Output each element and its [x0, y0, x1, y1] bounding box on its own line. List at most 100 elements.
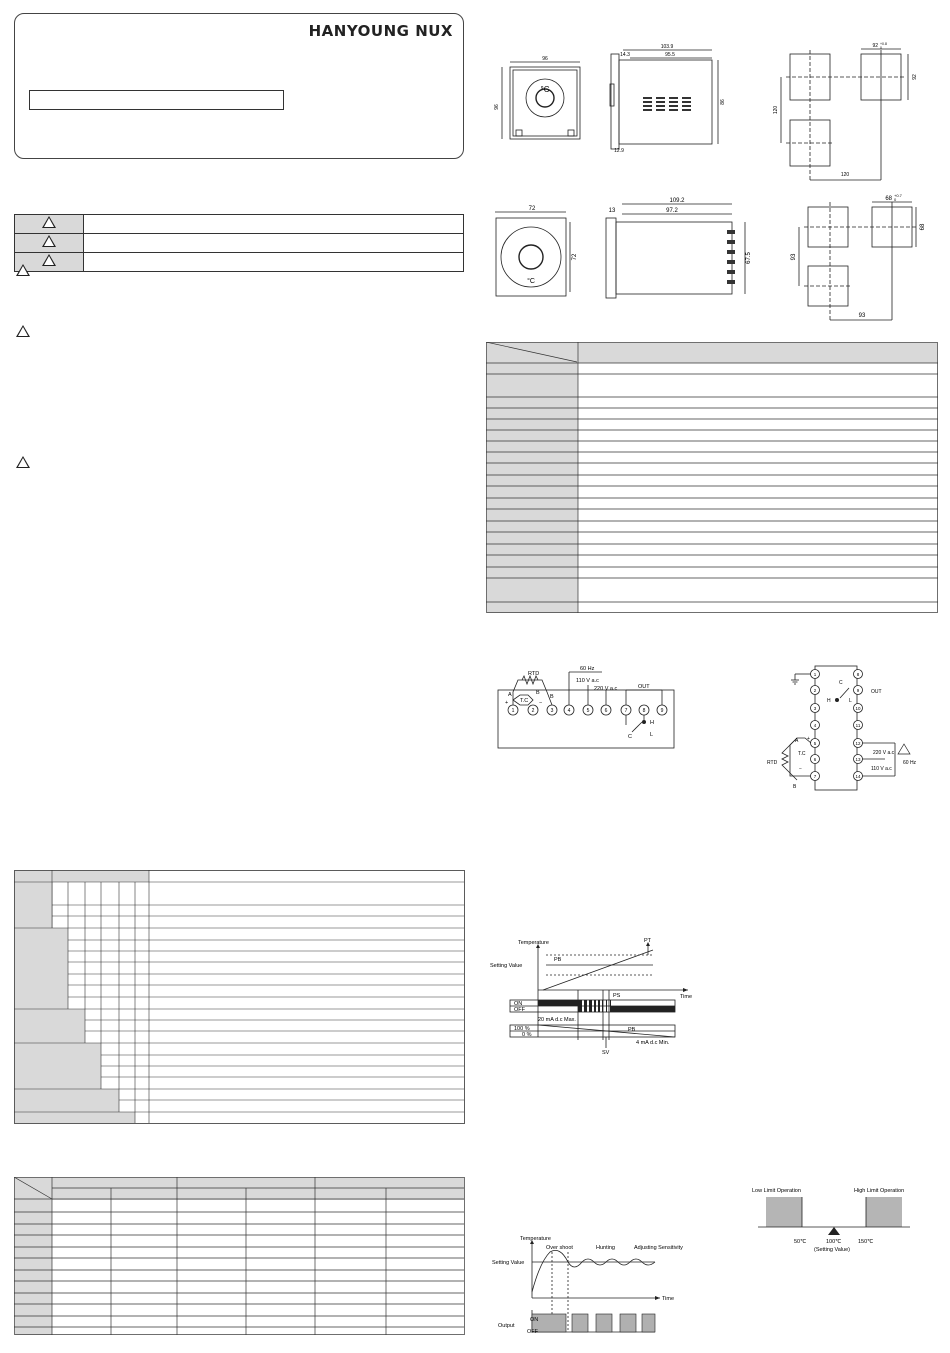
setting-value-label: Setting Value [490, 963, 522, 969]
frequency-72: 60 Hz [903, 760, 917, 766]
dim-96-side-bottom: 12.9 [614, 148, 624, 154]
tc-plus-72: + [807, 736, 810, 742]
terminal-72-2: 2 [814, 688, 817, 693]
wiring-96-diagram: 1 2 3 4 5 6 7 8 9 RTD A B B T.C + − 60 H… [497, 666, 675, 749]
off-label-onoff: OFF [527, 1329, 539, 1335]
dim-72-side-front: 13 [609, 208, 616, 214]
value-100: 100℃ [826, 1239, 842, 1245]
terminal-72-12: 12 [855, 741, 861, 746]
terminal-6: 6 [605, 708, 608, 714]
contact-c: C [628, 734, 632, 740]
terminal-72-4: 4 [814, 723, 817, 728]
cutout-96-tol: +0.8 [880, 42, 887, 46]
warning-icon [897, 743, 911, 755]
setting-value-onoff: Setting Value [492, 1260, 524, 1266]
dimension-72-drawing: 72 72 °C 109.2 97.2 13 67.5 93 93 68 +0.… [495, 193, 926, 321]
pid-control-chart: Temperature Setting Value PT PB Time PS … [490, 938, 692, 1056]
cutout-96-size-h: 92 [912, 74, 918, 80]
terminal-9: 9 [661, 708, 664, 714]
rtd-label: RTD [528, 671, 539, 677]
dim-96-height: 96 [494, 104, 500, 110]
brand-logo: HANYOUNG NUX [308, 22, 453, 40]
caution-icon [16, 456, 30, 468]
high-limit-label: High Limit Operation [854, 1188, 904, 1194]
rtd-label-72: RTD [767, 760, 778, 766]
on-label: ON [514, 1001, 522, 1007]
setting-value-caption: (Setting Value) [814, 1247, 850, 1253]
axis-time-onoff: Time [662, 1296, 674, 1302]
dim-72-height: 72 [572, 253, 578, 260]
voltage-110-72: 110 V a.c [871, 766, 892, 772]
hunting-label: Hunting [596, 1245, 615, 1251]
dim-96-width: 96 [542, 56, 548, 62]
value-150: 150℃ [858, 1239, 874, 1245]
cutout-72-size-h: 68 [920, 223, 926, 230]
ma-max-label: 20 mA d.c Max. [538, 1017, 576, 1023]
onoff-control-chart: Temperature Over shoot Hunting Adjusting… [492, 1236, 683, 1335]
dimension-96-drawing: 96 96 °C 103.9 95.5 14.3 86 12.9 120 120… [494, 42, 918, 181]
wiring-72-diagram: 1 2 3 4 5 6 7 8 9 10 11 12 13 14 OUT C H… [767, 665, 917, 791]
warning-icon [42, 254, 56, 266]
dim-96-side-total: 103.9 [661, 44, 674, 50]
product-name-box [29, 90, 284, 110]
terminal-72-9: 9 [857, 688, 860, 693]
terminal-5: 5 [587, 708, 590, 714]
percent-0: 0 % [522, 1032, 532, 1038]
wire-a-label: A [508, 692, 512, 698]
output-label-onoff: Output [498, 1323, 515, 1329]
contact-l-72: L [849, 698, 852, 704]
cutout-72-tol: +0.7 [894, 193, 903, 198]
cutout-72-pitch-h: 93 [859, 313, 866, 319]
cutout-96-pitch-v: 120 [773, 106, 779, 115]
output-label: OUT [638, 684, 650, 690]
output-label-72: OUT [871, 689, 882, 695]
model-code-table [14, 870, 465, 1124]
voltage-220-label: 220 V a.c [594, 686, 617, 692]
tc-minus-72: − [799, 766, 802, 772]
axis-temperature: Temperature [518, 940, 549, 946]
tc-label-72: T.C [798, 751, 806, 757]
adjusting-label: Adjusting Sensitivity [634, 1245, 683, 1251]
terminal-3: 3 [551, 708, 554, 714]
cutout-72-tol0: 0 [894, 197, 897, 202]
sv-label: SV [602, 1050, 610, 1056]
cutout-72-size-w: 68 [885, 196, 892, 202]
voltage-110-label: 110 V a.c [576, 678, 599, 684]
contact-l: L [650, 732, 653, 738]
terminal-72-8: 8 [857, 672, 860, 677]
warning-icon [42, 216, 56, 228]
cutout-72-pitch-v: 93 [791, 253, 797, 260]
value-50: 50℃ [794, 1239, 807, 1245]
wire-b2-label: B [550, 694, 554, 700]
off-label: OFF [514, 1007, 526, 1013]
contact-c-72: C [839, 680, 843, 686]
range-table [14, 1177, 465, 1335]
wire-b-label: B [536, 690, 540, 696]
terminal-72-11: 11 [856, 723, 861, 728]
contact-h: H [650, 720, 654, 726]
cutout-96-pitch-h: 120 [841, 172, 850, 178]
dial-unit-72: °C [527, 277, 535, 285]
pb-label: PB [554, 957, 562, 963]
terminal-72-5: 5 [814, 741, 817, 746]
axis-temperature-onoff: Temperature [520, 1236, 551, 1242]
terminal-72-13: 13 [855, 757, 861, 762]
frequency-label: 60 Hz [580, 666, 595, 672]
specification-table [486, 342, 938, 613]
terminal-72-14: 14 [855, 774, 861, 779]
tc-minus: − [539, 700, 542, 706]
header-box: HANYOUNG NUX [14, 13, 464, 159]
tc-plus: + [505, 700, 508, 706]
dim-96-side-body: 95.5 [665, 52, 675, 58]
contact-h-72: H [827, 698, 831, 704]
terminal-4: 4 [568, 708, 571, 714]
cutout-96-size-w: 92 [872, 43, 878, 49]
terminal-72-1: 1 [814, 672, 817, 677]
terminal-8: 8 [643, 708, 646, 714]
terminal-72-3: 3 [814, 706, 817, 711]
on-label-onoff: ON [530, 1317, 538, 1323]
pt-label: PT [644, 938, 652, 944]
cutout-96-tol0: 0 [880, 46, 882, 50]
dim-72-side-body: 97.2 [666, 208, 678, 214]
axis-time: Time [680, 994, 692, 1000]
